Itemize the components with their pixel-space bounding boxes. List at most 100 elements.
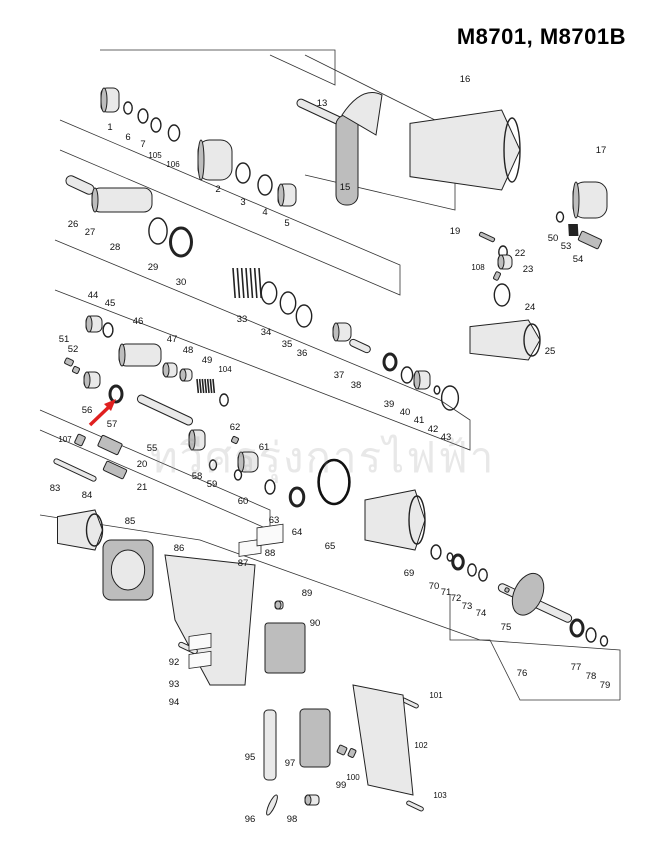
part-30 xyxy=(169,226,193,258)
label-25: 25 xyxy=(545,346,556,357)
label-6: 6 xyxy=(125,132,130,143)
label-37: 37 xyxy=(334,370,345,381)
label-94: 94 xyxy=(169,697,180,708)
label-77: 77 xyxy=(571,662,582,673)
label-48: 48 xyxy=(183,345,194,356)
part-53 xyxy=(568,223,579,237)
label-41: 41 xyxy=(414,415,425,426)
part-60 xyxy=(233,469,243,481)
label-63: 63 xyxy=(269,515,280,526)
label-43: 43 xyxy=(441,432,452,443)
part-57 xyxy=(108,384,124,404)
label-84: 84 xyxy=(82,490,93,501)
label-71: 71 xyxy=(441,587,452,598)
part-36 xyxy=(295,304,313,328)
part-64 xyxy=(288,486,306,508)
part-72 xyxy=(451,553,465,571)
label-47: 47 xyxy=(167,334,178,345)
part-62 xyxy=(231,436,239,444)
label-100: 100 xyxy=(346,773,360,782)
label-50: 50 xyxy=(548,233,559,244)
label-56: 56 xyxy=(82,405,93,416)
part-55 xyxy=(136,394,194,426)
label-83: 83 xyxy=(50,483,61,494)
part-1 xyxy=(100,87,120,113)
label-105: 105 xyxy=(148,151,162,160)
part-3 xyxy=(235,162,251,184)
label-64: 64 xyxy=(292,527,303,538)
part-107 xyxy=(74,433,86,447)
label-2: 2 xyxy=(215,184,220,195)
part-33 xyxy=(232,267,262,299)
label-107: 107 xyxy=(58,435,72,444)
label-29: 29 xyxy=(148,262,159,273)
part-7 xyxy=(137,108,149,124)
part-49 xyxy=(196,378,216,394)
frame-front-group xyxy=(100,49,336,86)
label-30: 30 xyxy=(176,277,187,288)
label-7: 7 xyxy=(140,139,145,150)
indicator-arrow xyxy=(88,399,116,427)
part-34 xyxy=(260,281,278,305)
part-87 xyxy=(238,538,262,557)
part-51 xyxy=(64,357,74,367)
part-79 xyxy=(599,635,609,647)
part-94 xyxy=(188,650,212,669)
label-16: 16 xyxy=(460,74,471,85)
frame-gear-group xyxy=(39,409,271,531)
part-76 xyxy=(497,572,573,623)
label-42: 42 xyxy=(428,424,439,435)
part-41 xyxy=(413,370,431,390)
label-69: 69 xyxy=(404,568,415,579)
part-45 xyxy=(102,322,114,338)
label-40: 40 xyxy=(400,407,411,418)
part-99 xyxy=(336,744,348,756)
label-52: 52 xyxy=(68,344,79,355)
label-61: 61 xyxy=(259,442,270,453)
page-title: M8701, M8701B xyxy=(456,24,626,49)
part-86 xyxy=(164,554,256,686)
label-89: 89 xyxy=(302,588,313,599)
label-76: 76 xyxy=(517,668,528,679)
part-2 xyxy=(197,139,233,181)
label-46: 46 xyxy=(133,316,144,327)
part-89 xyxy=(274,600,284,610)
part-39 xyxy=(382,352,398,372)
part-56 xyxy=(83,371,101,389)
parts-layer xyxy=(53,87,609,816)
part-73 xyxy=(467,563,477,577)
part-108 xyxy=(493,271,501,281)
part-44 xyxy=(85,315,103,333)
part-29 xyxy=(148,217,168,245)
part-78 xyxy=(585,627,597,643)
label-104: 104 xyxy=(218,365,232,374)
part-85 xyxy=(102,539,154,601)
label-17: 17 xyxy=(596,145,607,156)
label-88: 88 xyxy=(265,548,276,559)
label-58: 58 xyxy=(192,471,203,482)
label-65: 65 xyxy=(325,541,336,552)
label-33: 33 xyxy=(237,314,248,325)
part-58 xyxy=(188,429,206,451)
label-85: 85 xyxy=(125,516,136,527)
part-63 xyxy=(264,479,276,495)
label-106: 106 xyxy=(166,160,180,169)
frame-barrel-group xyxy=(59,119,401,296)
label-19: 19 xyxy=(450,226,461,237)
label-62: 62 xyxy=(230,422,241,433)
part-59 xyxy=(208,459,218,471)
label-90: 90 xyxy=(310,618,321,629)
part-23 xyxy=(497,254,513,270)
label-44: 44 xyxy=(88,290,99,301)
part-69 xyxy=(364,489,426,551)
part-70 xyxy=(430,544,442,560)
label-3: 3 xyxy=(240,197,245,208)
part-104 xyxy=(219,393,229,407)
label-38: 38 xyxy=(351,380,362,391)
label-28: 28 xyxy=(110,242,121,253)
label-34: 34 xyxy=(261,327,272,338)
label-15: 15 xyxy=(340,182,351,193)
part-4 xyxy=(257,174,273,196)
label-74: 74 xyxy=(476,608,487,619)
part-43 xyxy=(440,385,460,411)
